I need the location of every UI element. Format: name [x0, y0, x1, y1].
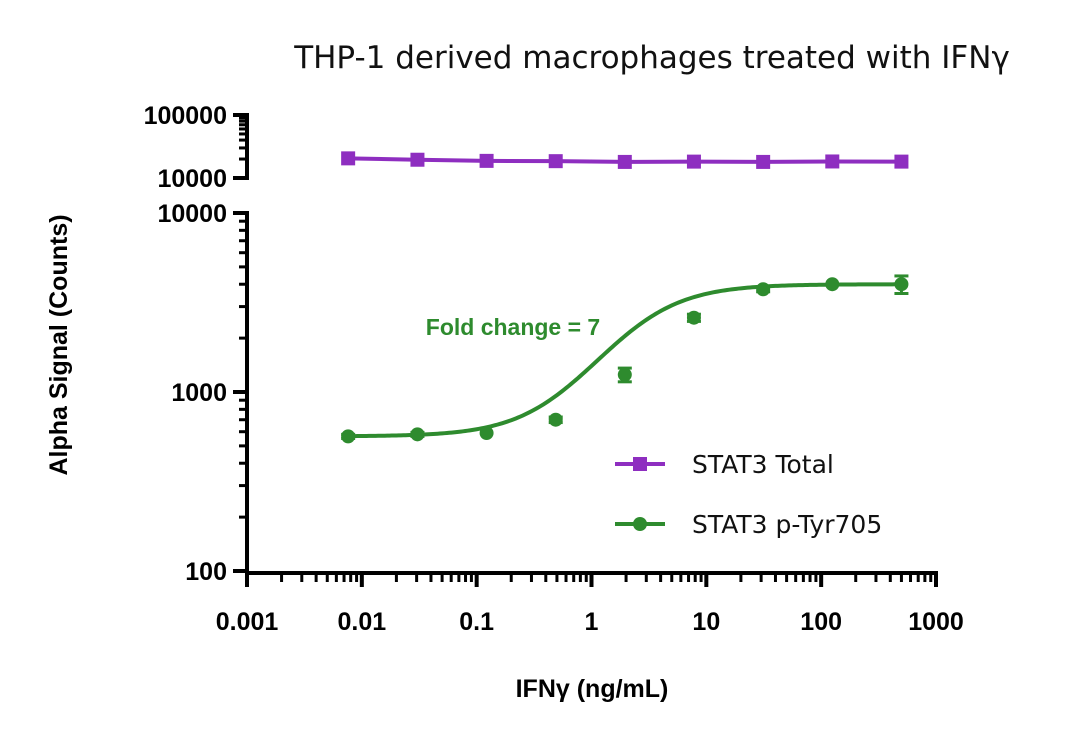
stat3-ptyr705-point: [410, 427, 425, 442]
x-tick-label: 0.01: [337, 608, 386, 636]
stat3-total-point: [756, 154, 771, 169]
stat3-total-point: [894, 154, 909, 169]
legend-stat3-total-marker: [633, 457, 647, 471]
x-axis-title: IFNγ (ng/mL): [516, 675, 669, 703]
stat3-total-point: [341, 151, 356, 166]
stat3-ptyr705-point: [756, 282, 771, 297]
x-tick-label: 10: [692, 608, 720, 636]
fold-change-annotation: Fold change = 7: [426, 314, 600, 340]
stat3-total-point: [479, 153, 494, 168]
x-tick-label: 0.001: [216, 608, 279, 636]
axes-group: 10000 100000 100 1000 10000 0.001 0.01 0.1 1 10 10…: [144, 102, 964, 636]
stat3-ptyr705-point: [894, 277, 909, 292]
y-tick-label: 1000: [171, 379, 227, 407]
stat3-total-point: [825, 154, 840, 169]
stat3-ptyr705-fit-curve: [348, 282, 900, 439]
legend-stat3-ptyr705-label: STAT3 p-Tyr705: [692, 510, 882, 539]
stat3-total-point: [686, 154, 701, 169]
stat3-total-point: [410, 152, 425, 167]
legend-stat3-ptyr705-marker: [633, 517, 647, 531]
stat3-total-point: [548, 154, 563, 169]
stat3-ptyr705-point: [825, 277, 840, 292]
stat3-ptyr705-point: [341, 429, 356, 444]
y-tick-label: 100000: [144, 102, 227, 130]
plot-area: [341, 151, 909, 444]
y-axis-title: Alpha Signal (Counts): [45, 214, 73, 475]
legend-stat3-total-label: STAT3 Total: [692, 450, 834, 479]
y-tick-label: 10000: [157, 200, 227, 228]
x-tick-label: 1: [585, 608, 599, 636]
x-tick-label: 0.1: [459, 608, 494, 636]
stat3-ptyr705-point: [686, 310, 701, 325]
stat3-ptyr705-point: [479, 426, 494, 441]
x-tick-label: 1000: [908, 608, 964, 636]
x-tick-label: 100: [800, 608, 842, 636]
stat3-ptyr705-point: [548, 412, 563, 427]
stat3-total-point: [617, 154, 632, 169]
y-tick-label: 100: [185, 558, 227, 586]
stat3-ptyr705-point: [617, 367, 632, 382]
y-tick-label: 10000: [157, 165, 227, 193]
chart-title: THP-1 derived macrophages treated with I…: [293, 40, 1010, 76]
